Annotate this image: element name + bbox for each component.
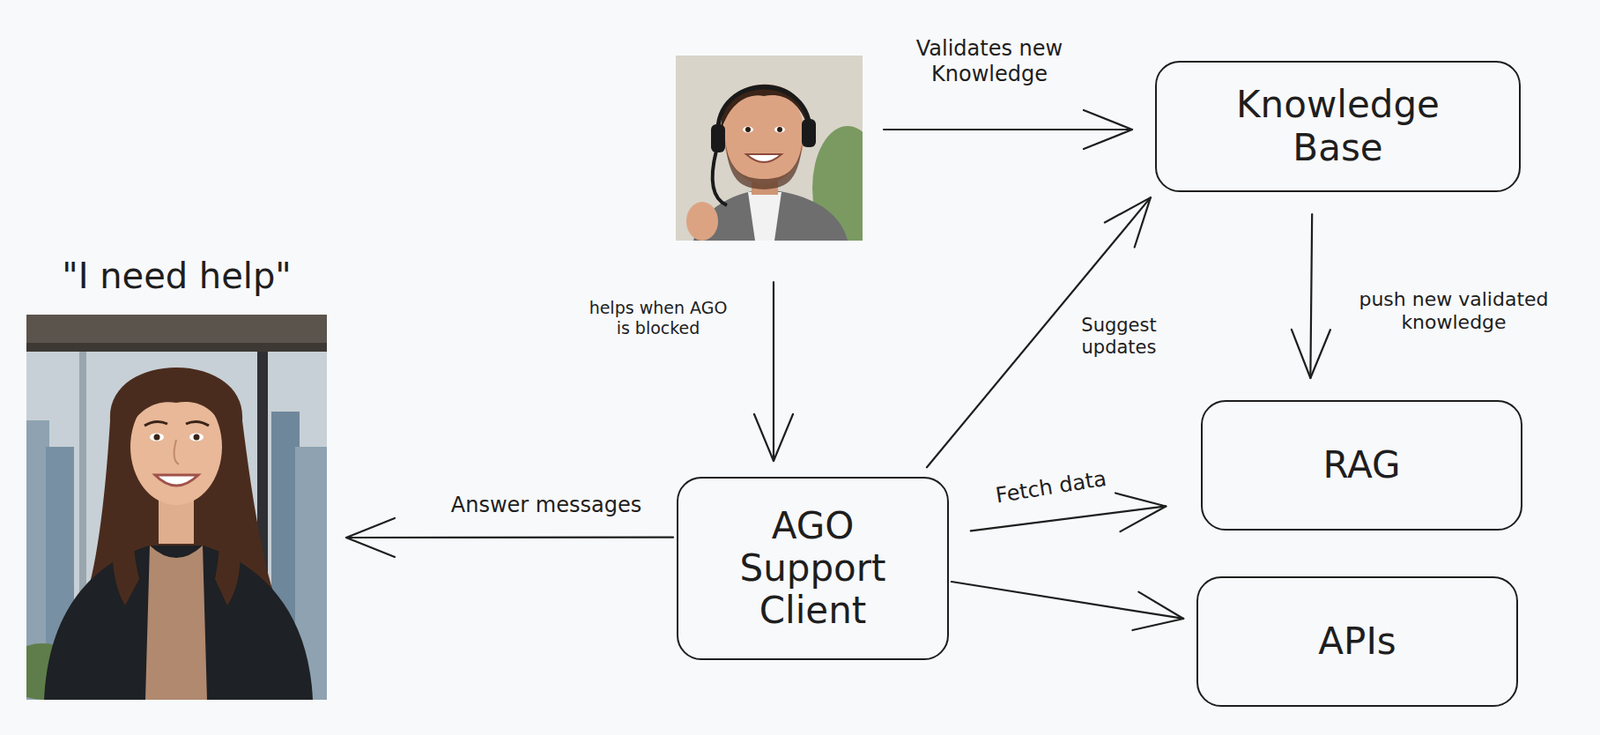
- api-box: APIs: [1196, 576, 1519, 707]
- quote-heading: "I need help": [61, 255, 291, 297]
- woman-figure: [44, 545, 313, 700]
- office-background: [26, 342, 327, 352]
- office-background: [26, 314, 327, 700]
- person-photo: [26, 314, 327, 700]
- man-figure: [748, 192, 782, 241]
- box-text: RAG: [1322, 444, 1400, 487]
- arrow-line: [883, 128, 1133, 131]
- woman-figure: [127, 380, 227, 435]
- woman-figure: [145, 545, 208, 700]
- woman-figure: [155, 474, 199, 486]
- man-figure: [801, 118, 816, 148]
- woman-figure: [189, 433, 204, 442]
- person-node: "I need help": [26, 255, 327, 700]
- edge-arrow: [951, 581, 1184, 630]
- arrow-line: [1083, 110, 1133, 149]
- man-figure: [746, 154, 782, 163]
- woman-figure: [144, 421, 168, 426]
- man-figure: [725, 139, 803, 190]
- arrow-head: [1104, 197, 1151, 247]
- arrow-head: [346, 518, 395, 557]
- edge-arrow: [1291, 214, 1331, 378]
- arrow-line: [754, 110, 1133, 461]
- arrow-line: [772, 281, 775, 461]
- edge-arrow: [346, 518, 674, 557]
- office-background: [26, 314, 327, 700]
- edge-line: [970, 505, 1167, 531]
- woman-figure: [149, 433, 164, 442]
- arrow-note: helps when AGO is blocked: [583, 296, 734, 340]
- box-text: Knowledge Base: [1219, 83, 1458, 170]
- person-photo: [675, 55, 863, 241]
- woman-figure: [214, 446, 241, 606]
- box-text: AGO Support Client: [720, 504, 906, 633]
- rag-box: RAG: [1200, 400, 1523, 531]
- edge-line: [951, 581, 1184, 619]
- knowledge-box: Knowledge Base: [1155, 60, 1521, 193]
- edge-label: Answer messages: [448, 491, 645, 519]
- arrow-head: [1132, 592, 1184, 630]
- arrow-head: [1115, 492, 1166, 532]
- woman-figure: [193, 434, 200, 441]
- man-figure: [742, 126, 754, 134]
- arrow-note: Validates new Knowledge: [898, 35, 1081, 89]
- man-figure: [718, 87, 810, 135]
- edge-label: push new validated knowledge: [1340, 287, 1567, 336]
- woman-figure: [185, 421, 209, 426]
- woman-figure: [154, 434, 161, 441]
- man-figure: [686, 201, 719, 241]
- arrow-line: [754, 414, 793, 461]
- edge-line: [346, 536, 674, 540]
- box-text: APIs: [1318, 620, 1396, 663]
- office-background: [675, 55, 863, 241]
- office-background: [26, 314, 327, 343]
- man-figure: [745, 126, 751, 133]
- edge-label: Fetch data: [991, 464, 1112, 510]
- arrow-head: [1291, 329, 1331, 378]
- man-figure: [711, 124, 726, 153]
- edge-line: [1310, 214, 1312, 378]
- man-figure: [774, 126, 786, 134]
- man-figure: [777, 126, 783, 133]
- edge-label: Suggest updates: [1067, 313, 1171, 360]
- man-figure: [721, 84, 808, 131]
- process-box: AGO Support Client: [676, 476, 949, 660]
- man-figure: [686, 84, 848, 241]
- woman-figure: [174, 439, 179, 465]
- woman-figure: [44, 367, 313, 700]
- man-figure: [712, 150, 727, 206]
